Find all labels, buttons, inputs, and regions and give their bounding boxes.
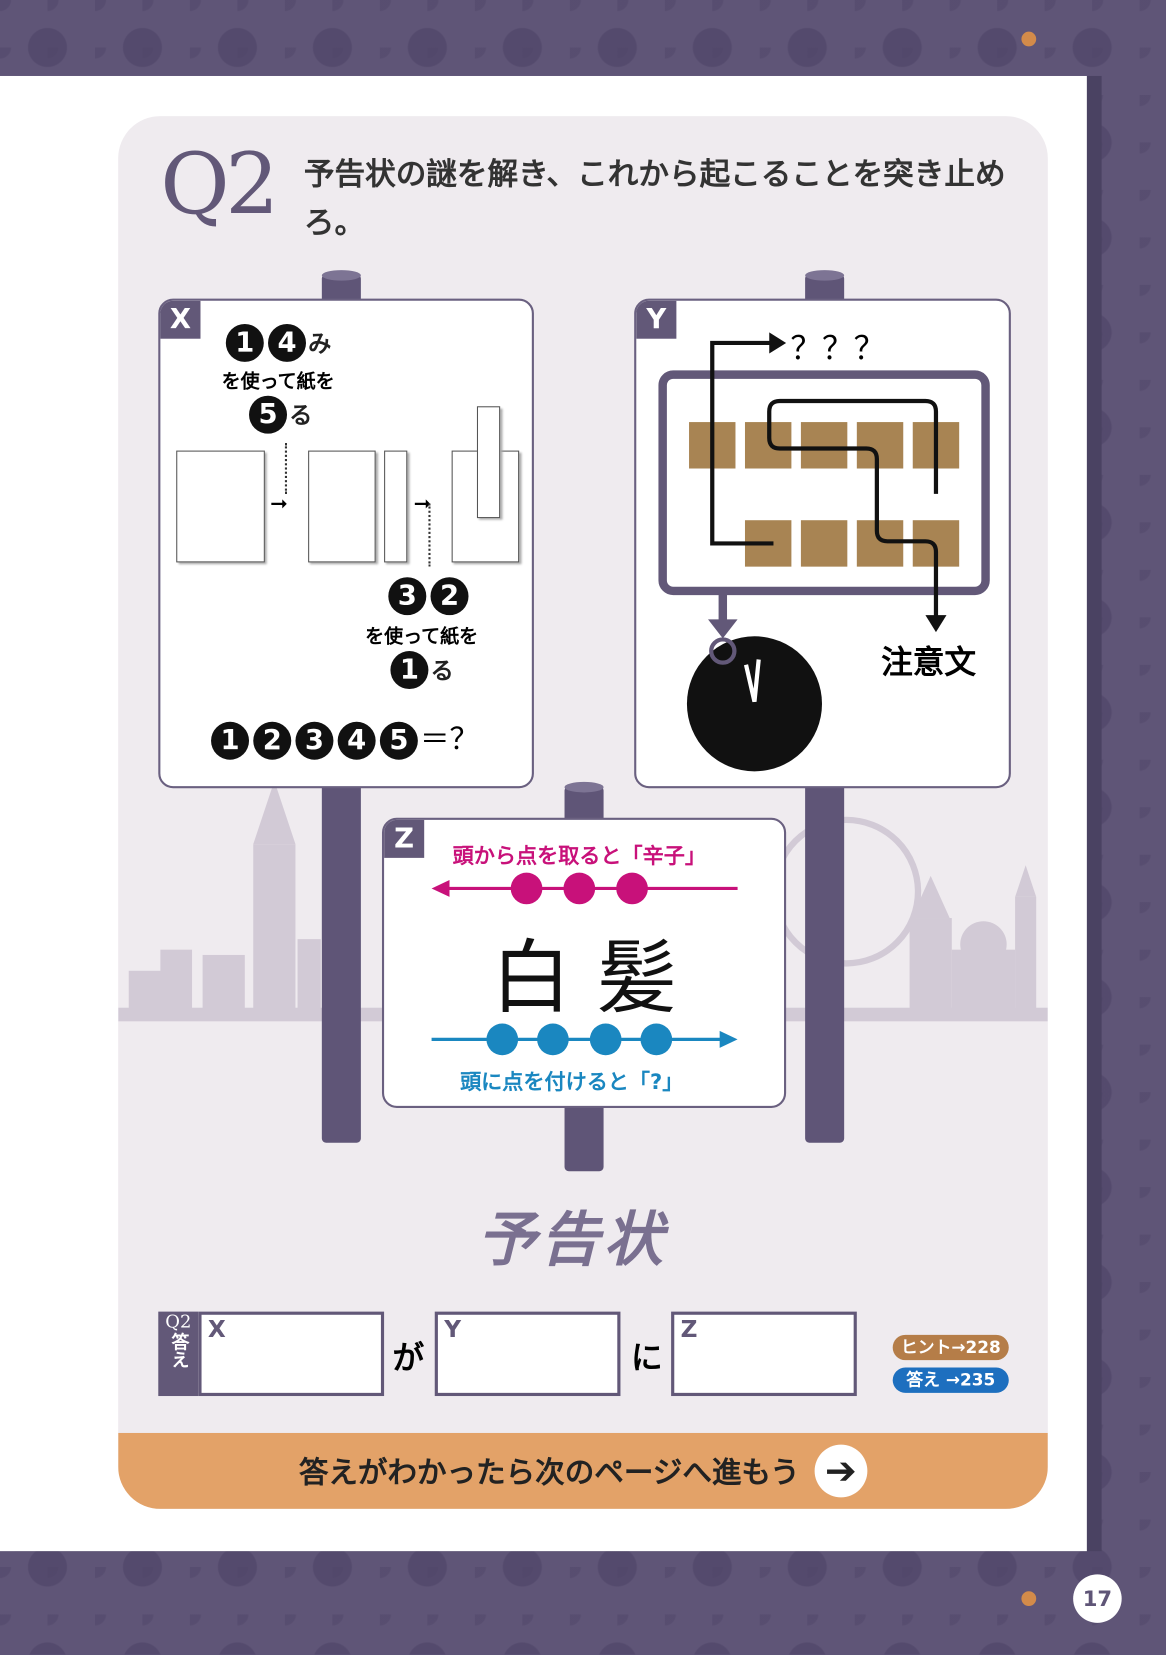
paper-sheet xyxy=(176,450,265,563)
remove-dots-caption: 頭から点を取ると「辛子」 xyxy=(452,843,706,869)
row-label: Q2 xyxy=(165,1311,192,1333)
caution-text: 注意文 xyxy=(881,644,977,682)
orange-dot-top xyxy=(1021,31,1037,47)
answer-link[interactable]: 答え →235 xyxy=(892,1367,1009,1393)
sign-z-label: Z xyxy=(384,819,425,858)
add-dots-caption: 頭に点を付けると「?」 xyxy=(460,1068,684,1095)
maze-diagram xyxy=(658,332,990,772)
answer-box-z[interactable]: Z xyxy=(671,1311,857,1397)
joiner-ni: に xyxy=(631,1340,663,1378)
clue-text: る xyxy=(289,403,313,430)
answer-box-y[interactable]: Y xyxy=(434,1311,621,1397)
paper-sheet xyxy=(308,450,376,563)
arrow-icon: ➞ xyxy=(413,490,432,516)
paper-strip xyxy=(476,406,501,519)
box-label: Y xyxy=(444,1316,462,1344)
next-page-text: 答えがわかったら次のページへ進もう xyxy=(298,1455,800,1490)
circled-number: 2 xyxy=(430,577,469,616)
circled-number: 2 xyxy=(253,721,292,760)
circled-number: 4 xyxy=(337,721,376,760)
arrow-right-icon: ➔ xyxy=(814,1444,868,1498)
unknown-destination: ？？？ xyxy=(790,330,886,368)
clue-text: る xyxy=(430,658,454,685)
circled-number: 3 xyxy=(388,577,427,616)
title-art: 予告状 xyxy=(476,1205,667,1275)
box-label: Z xyxy=(680,1316,698,1344)
question-number: Q2 xyxy=(160,135,279,234)
circled-number: 5 xyxy=(379,721,418,760)
clue-text: を使って紙を xyxy=(221,370,335,393)
next-page-banner[interactable]: 答えがわかったら次のページへ進もう ➔ xyxy=(118,1432,1048,1509)
sign-x-label: X xyxy=(160,300,201,339)
row-label-2: 答え xyxy=(167,1332,189,1369)
circled-number: 1 xyxy=(390,651,429,690)
clue-text: み xyxy=(308,331,332,358)
circled-number: 3 xyxy=(295,721,334,760)
clue-text: を使って紙を xyxy=(365,625,479,648)
circled-number: 1 xyxy=(225,323,264,362)
orange-dot-bottom xyxy=(1021,1591,1037,1607)
kanji-word: 白 髪 xyxy=(491,930,677,1025)
page-number: 17 xyxy=(1073,1574,1122,1623)
circled-number: 1 xyxy=(211,721,250,760)
answer-box-x[interactable]: X xyxy=(198,1311,385,1397)
circled-number: 5 xyxy=(249,395,288,434)
equation-tail: ＝？ xyxy=(419,721,480,757)
dot-arrows xyxy=(431,872,738,1056)
sign-y-label: Y xyxy=(636,300,677,339)
box-label: X xyxy=(207,1316,226,1344)
arrow-icon: ➞ xyxy=(270,490,288,516)
answer-row-label: Q2 答え xyxy=(158,1311,199,1397)
circled-number: 4 xyxy=(268,323,307,362)
joiner-ga: が xyxy=(392,1340,425,1378)
question-text: 予告状の謎を解き、これから起こることを突き止めろ。 xyxy=(303,156,1006,241)
hint-link[interactable]: ヒント→228 xyxy=(892,1334,1009,1361)
sign-z: Z 頭から点を取ると「辛子」 白 髪 頭に点を付けると「?」 xyxy=(381,817,787,1108)
paper-strip xyxy=(384,450,408,563)
sign-y: Y ？？？ 注意文 xyxy=(634,298,1011,789)
